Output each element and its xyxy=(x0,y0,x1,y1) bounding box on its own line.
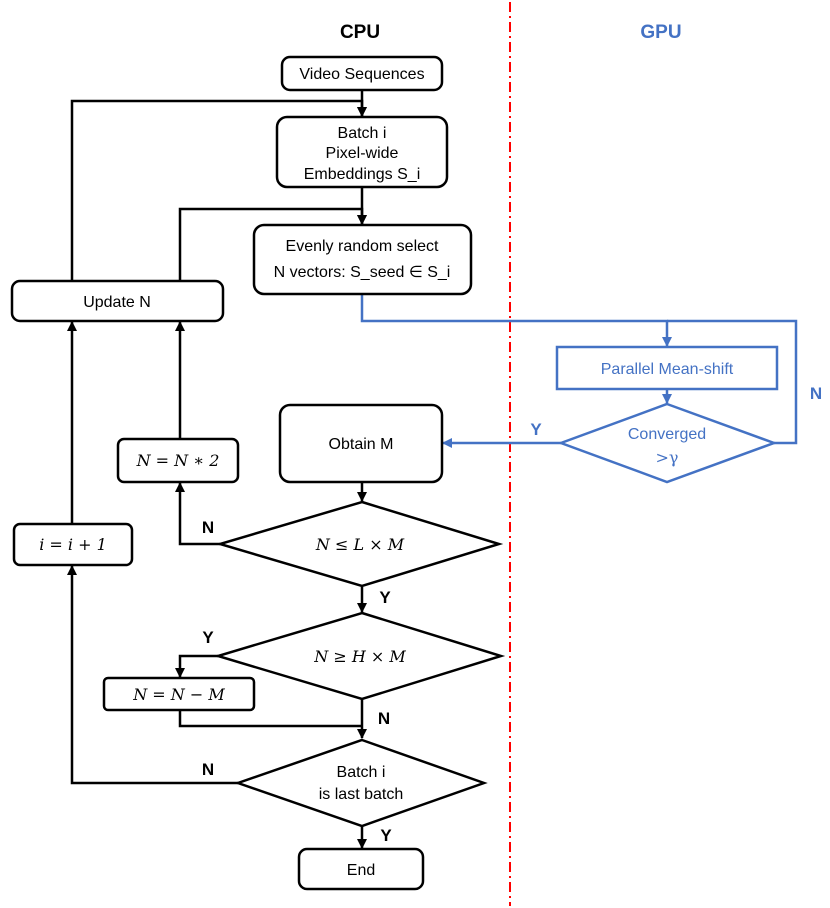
batch-line2: Pixel-wide xyxy=(326,145,399,162)
edge-converged-no-loop xyxy=(667,319,798,445)
edge-condlow-no xyxy=(175,482,220,546)
subtract-m-label: N = N − M xyxy=(132,685,225,704)
cond-low-label: N ≤ L × M xyxy=(315,535,405,554)
obtain-m-label: Obtain M xyxy=(329,436,394,453)
update-n-label: Update N xyxy=(83,294,151,311)
last-line2: is last batch xyxy=(319,786,403,803)
edge-subtract-to-merge xyxy=(178,710,362,728)
gpu-header: GPU xyxy=(640,22,681,43)
double-n-label: N = N ∗ 2 xyxy=(136,451,220,470)
mean-shift-label: Parallel Mean-shift xyxy=(601,361,734,378)
node-video-sequences: Video Sequences xyxy=(280,55,444,92)
label-gpu-no: N xyxy=(810,384,822,403)
node-batch: Batch i Pixel-wide Embeddings S_i xyxy=(275,115,449,189)
node-cond-high: N ≥ H × M xyxy=(213,611,506,701)
node-subtract-m: N = N − M xyxy=(102,676,256,712)
node-mean-shift: Parallel Mean-shift xyxy=(555,345,779,391)
label-last-yes: Y xyxy=(380,826,392,845)
node-update-n: Update N xyxy=(10,279,225,323)
batch-line1: Batch i xyxy=(338,125,387,142)
last-line1: Batch i xyxy=(337,764,386,781)
node-obtain-m: Obtain M xyxy=(278,403,444,484)
cpu-header: CPU xyxy=(340,22,380,43)
select-line2: N vectors: S_seed ∈ S_i xyxy=(274,264,451,281)
label-condlow-no: N xyxy=(202,518,214,537)
edge-last-no xyxy=(67,565,238,785)
label-gpu-yes: Y xyxy=(530,420,542,439)
label-last-no: N xyxy=(202,760,214,779)
video-sequences-label: Video Sequences xyxy=(299,66,424,83)
node-end: End xyxy=(297,847,425,891)
label-condhigh-no: N xyxy=(378,709,390,728)
edge-condhigh-yes xyxy=(175,654,218,678)
node-random-select: Evenly random select N vectors: S_seed ∈… xyxy=(252,223,473,296)
converged-line1: Converged xyxy=(628,426,706,443)
node-double-n: N = N ∗ 2 xyxy=(116,437,240,484)
label-condhigh-yes: Y xyxy=(202,628,214,647)
node-increment-i: i = i + 1 xyxy=(12,522,134,567)
edge-update-to-batch xyxy=(70,99,367,281)
edge-update-to-select xyxy=(178,207,367,281)
batch-line3: Embeddings S_i xyxy=(304,166,421,183)
node-converged: Converged >γ xyxy=(557,402,778,484)
label-condlow-yes: Y xyxy=(379,588,391,607)
select-line1: Evenly random select xyxy=(286,238,440,255)
end-label: End xyxy=(347,862,375,879)
increment-i-label: i = i + 1 xyxy=(39,535,107,554)
converged-line2: >γ xyxy=(656,448,679,467)
node-cond-low: N ≤ L × M xyxy=(215,500,504,588)
cond-high-label: N ≥ H × M xyxy=(313,647,406,666)
node-last-batch: Batch i is last batch xyxy=(234,738,488,828)
edge-select-to-gpu xyxy=(360,294,672,347)
